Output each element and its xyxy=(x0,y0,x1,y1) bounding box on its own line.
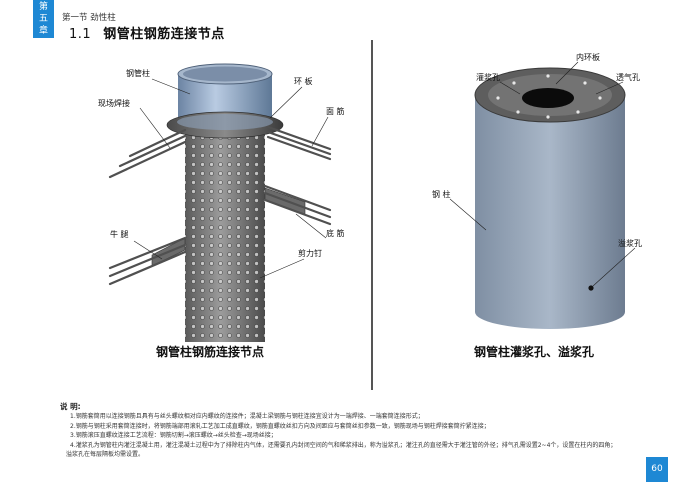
figure-caption-right: 钢管柱灌浆孔、溢浆孔 xyxy=(474,345,595,359)
label-vent-hole: 透气孔 xyxy=(616,72,640,82)
label-top-bar: 面 筋 xyxy=(326,106,345,116)
label-overflow-hole: 溢浆孔 xyxy=(618,238,642,248)
steel-column-rebar-joint-figure: 钢管柱 现场焊接 环 板 面 筋 牛 腿 底 筋 剪力钉 xyxy=(90,52,360,342)
divider xyxy=(371,40,373,390)
title-number: 1.1 xyxy=(69,27,92,42)
label-shear-stud: 剪力钉 xyxy=(298,248,322,258)
notes-title: 说 明: xyxy=(60,402,81,411)
label-inner-ring: 内环板 xyxy=(576,52,600,62)
label-ring-plate: 环 板 xyxy=(294,76,313,86)
notes: 1.钢筋套筒用以连接钢筋且具有与丝头螺纹相对应内螺纹的连接件；混凝土梁钢筋与钢柱… xyxy=(60,412,620,460)
note-item: 3.钢筋滚压直螺纹连接工艺流程：钢筋切割→滚压螺纹→丝头检查→现场丝接； xyxy=(70,432,277,439)
note-item: 2.钢筋与钢柱采用套筒连接时，将钢筋端部用滚轧工艺加工成直螺纹，钢筋直螺纹丝扣方… xyxy=(70,422,490,430)
page-number: 60 xyxy=(646,457,668,482)
label-corbel: 牛 腿 xyxy=(110,229,129,239)
chapter-tab-char: 章 xyxy=(38,26,48,36)
section-label: 第一节 劲性柱 xyxy=(62,13,116,23)
note-item: 4.灌浆孔为钢管柱内灌注混凝土用，灌注混凝土过程中为了排除柱内气体，还需要孔内封… xyxy=(66,441,617,459)
chapter-tab: 第 五 章 xyxy=(33,0,54,38)
note-item: 1.钢筋套筒用以连接钢筋且具有与丝头螺纹相对应内螺纹的连接件；混凝土梁钢筋与钢柱… xyxy=(70,413,424,420)
title-text: 钢管柱钢筋连接节点 xyxy=(103,27,225,42)
chapter-tab-char: 五 xyxy=(38,14,48,24)
chapter-tab-char: 第 xyxy=(38,2,48,12)
label-field-weld: 现场焊接 xyxy=(98,98,130,108)
label-bottom-bar: 底 筋 xyxy=(326,228,345,238)
label-grout-hole: 灌浆孔 xyxy=(476,72,500,82)
label-steel-tube: 钢管柱 xyxy=(126,68,150,78)
label-steel-column: 钢 柱 xyxy=(432,189,451,199)
grout-hole-figure: 内环板 灌浆孔 透气孔 钢 柱 溢浆孔 xyxy=(420,50,670,335)
page-title: 1.1 钢管柱钢筋连接节点 xyxy=(69,23,225,42)
figure-caption-left: 钢管柱钢筋连接节点 xyxy=(156,345,265,359)
